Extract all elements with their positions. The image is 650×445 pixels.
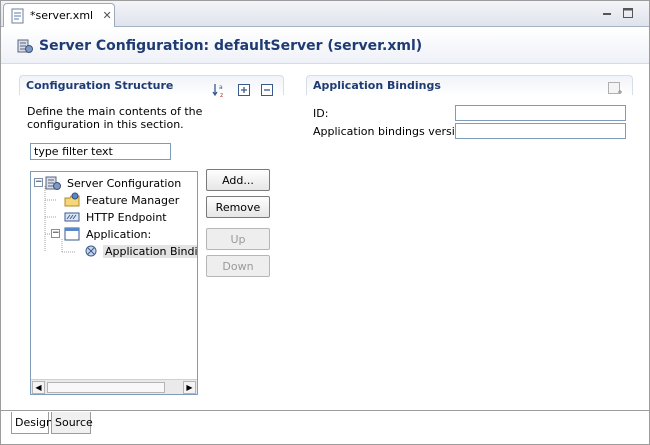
filter-input[interactable] — [30, 143, 171, 160]
sort-az-icon[interactable]: a z — [212, 82, 228, 98]
page-title: Server Configuration: defaultServer (ser… — [39, 37, 423, 54]
expand-all-icon[interactable] — [236, 82, 252, 98]
editor-tabstrip: *server.xml ✕ — [1, 1, 649, 27]
id-field[interactable] — [455, 105, 626, 121]
application-icon — [64, 227, 80, 241]
remove-button[interactable]: Remove — [206, 196, 270, 218]
tree-item-label: Application: — [86, 227, 152, 241]
tree-toggle[interactable]: − — [51, 228, 60, 238]
server-config-icon — [45, 176, 61, 190]
tree-item-label: Application Bindings — [103, 244, 197, 258]
horizontal-scrollbar[interactable]: ◀ ▶ — [31, 379, 197, 394]
add-element-icon[interactable] — [607, 81, 623, 97]
configuration-tree[interactable]: − Server Configuration Feature Manager H… — [30, 171, 198, 395]
svg-text:a: a — [219, 84, 223, 91]
tree-item-application[interactable]: Application: — [64, 226, 153, 242]
bindings-version-field[interactable] — [455, 123, 626, 139]
section-header: Application Bindings — [306, 75, 633, 95]
xml-file-icon — [11, 8, 24, 23]
tree-item-label: HTTP Endpoint — [86, 210, 167, 224]
close-icon[interactable]: ✕ — [102, 8, 112, 22]
tree-toggle[interactable]: − — [34, 177, 43, 187]
section-header: Configuration Structure — [19, 75, 284, 95]
tab-source[interactable]: Source — [51, 412, 93, 434]
editor-bottom-tabs: Design Source — [1, 410, 649, 444]
tab-label: *server.xml — [30, 9, 94, 22]
tab-design[interactable]: Design — [11, 412, 53, 434]
http-endpoint-icon — [64, 212, 80, 222]
bindings-version-label: Application bindings version: — [313, 125, 473, 138]
tree-item-http-endpoint[interactable]: HTTP Endpoint — [64, 209, 169, 225]
section-description: Define the main contents of the configur… — [27, 105, 203, 131]
up-button[interactable]: Up — [206, 228, 270, 250]
add-button[interactable]: Add... — [206, 169, 270, 191]
bindings-icon — [85, 245, 97, 257]
tree-item-feature-manager[interactable]: Feature Manager — [64, 192, 181, 208]
id-label: ID: — [313, 107, 329, 120]
svg-text:z: z — [220, 92, 223, 98]
collapse-all-icon[interactable] — [259, 82, 275, 98]
feature-manager-icon — [64, 192, 80, 207]
tree-item-label: Feature Manager — [86, 193, 180, 207]
configuration-structure-section: Configuration Structure — [19, 75, 284, 95]
section-title: Configuration Structure — [26, 79, 174, 92]
tree-item-server-configuration[interactable]: Server Configuration — [45, 175, 183, 191]
page-header: Server Configuration: defaultServer (ser… — [1, 28, 649, 64]
tree-item-application-bindings[interactable]: Application Bindings — [83, 243, 197, 259]
server-config-icon — [17, 39, 33, 53]
tab-server-xml[interactable]: *server.xml ✕ — [3, 3, 115, 27]
maximize-icon[interactable] — [621, 6, 635, 20]
minimize-icon[interactable] — [600, 6, 614, 20]
scroll-thumb[interactable] — [47, 382, 165, 393]
section-title: Application Bindings — [313, 79, 441, 92]
scroll-right-icon[interactable]: ▶ — [183, 381, 196, 394]
application-bindings-section: Application Bindings — [306, 75, 633, 95]
scroll-left-icon[interactable]: ◀ — [32, 381, 45, 394]
down-button[interactable]: Down — [206, 255, 270, 277]
tree-item-label: Server Configuration — [67, 176, 182, 190]
